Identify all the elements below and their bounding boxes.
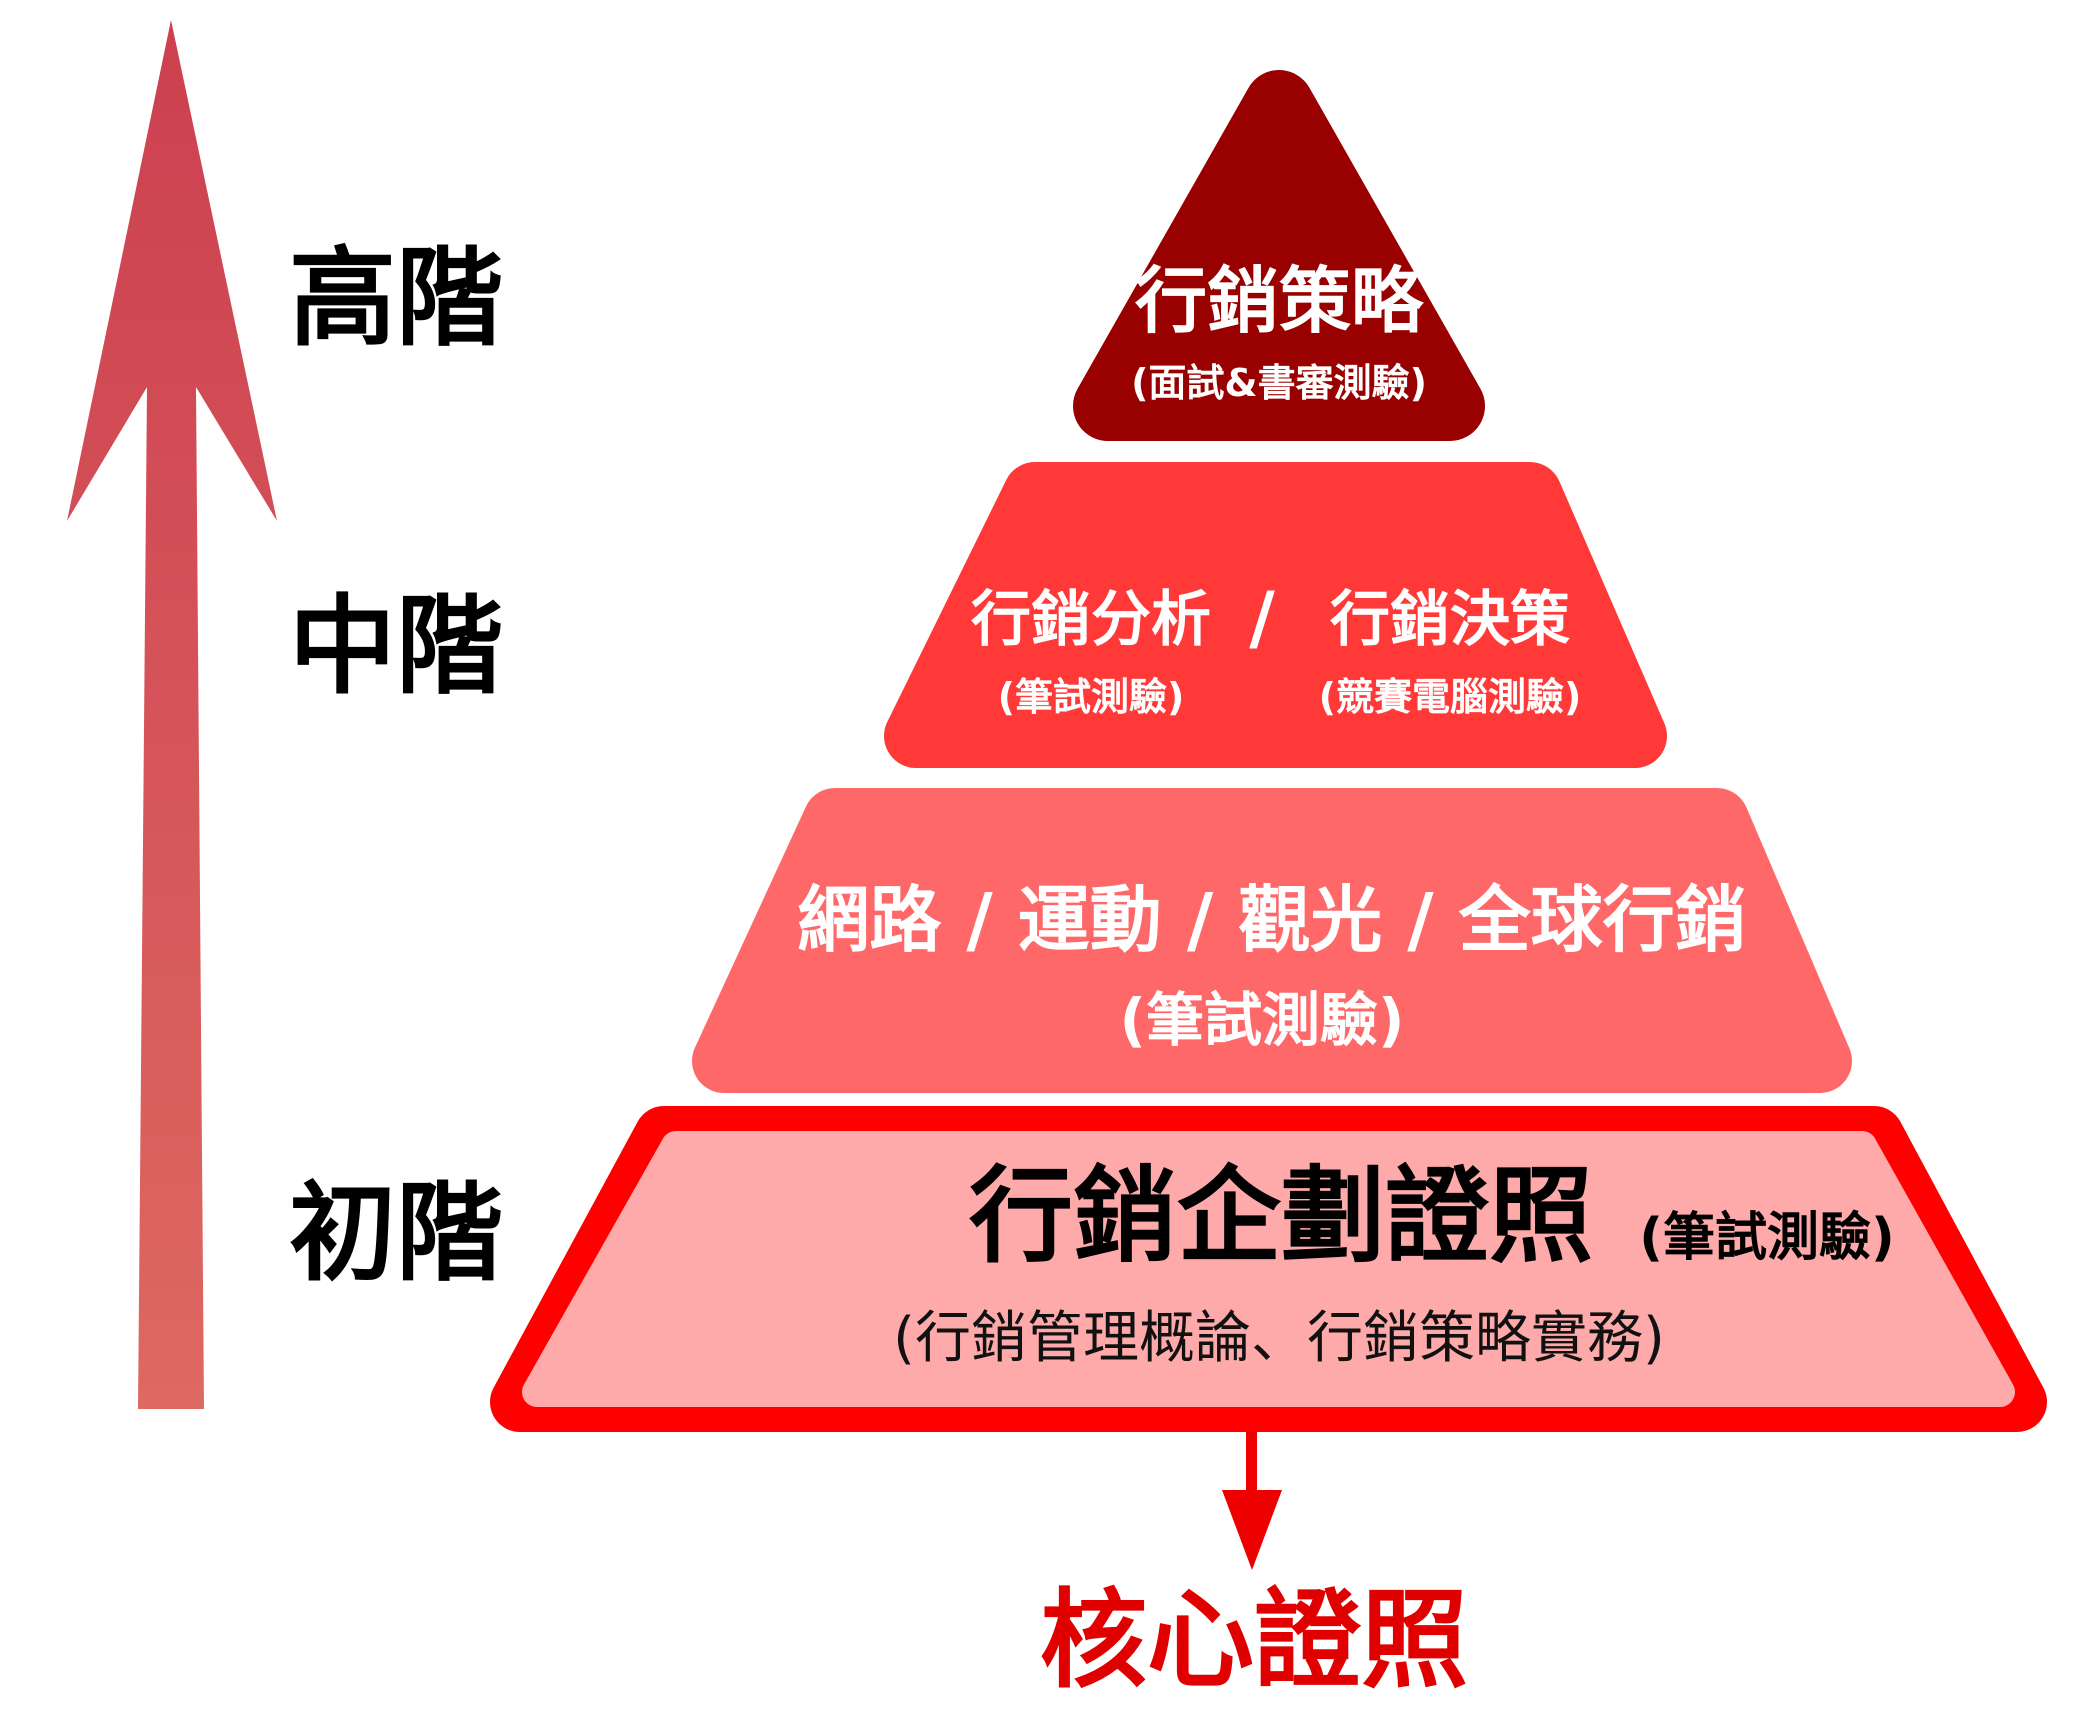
tier4-title: 行銷企劃證照 (969, 1155, 1593, 1277)
down-arrow-icon (1222, 1432, 1282, 1570)
level-up-arrow-icon (67, 20, 277, 1409)
tier1-title: 行銷策略 (1135, 259, 1425, 343)
pyramid-tier-3: 網路 / 運動 / 觀光 / 全球行銷 (筆試測驗) (692, 788, 1852, 1093)
tier2-right-subtitle: (競賽電腦測驗) (1319, 675, 1582, 719)
pyramid-tier-2: 行銷分析 (筆試測驗) / 行銷決策 (競賽電腦測驗) (884, 462, 1667, 768)
core-certificate-label: 核心證照 (1040, 1579, 1468, 1703)
pyramid-tier-1: 行銷策略 (面試&書審測驗) (1073, 70, 1485, 441)
tier4-subtitle: (行銷管理概論、行銷策略實務) (893, 1306, 1665, 1371)
level-label-high: 高階 (289, 237, 503, 361)
tier2-left-subtitle: (筆試測驗) (998, 675, 1185, 719)
level-label-mid: 中階 (289, 585, 503, 709)
tier2-right-title: 行銷決策 (1330, 585, 1570, 655)
tier3-title: 網路 / 運動 / 觀光 / 全球行銷 (797, 878, 1746, 962)
tier3-subtitle: (筆試測驗) (1119, 986, 1404, 1054)
level-label-basic: 初階 (289, 1172, 503, 1296)
tier2-left-title: 行銷分析 (971, 585, 1211, 655)
tier4-title-note: (筆試測驗) (1639, 1208, 1895, 1268)
tier2-separator: / (1249, 577, 1275, 659)
tier1-subtitle: (面試&書審測驗) (1131, 361, 1427, 405)
pyramid-tier-4-core: 行銷企劃證照 (筆試測驗) (行銷管理概論、行銷策略實務) (490, 1106, 2047, 1432)
